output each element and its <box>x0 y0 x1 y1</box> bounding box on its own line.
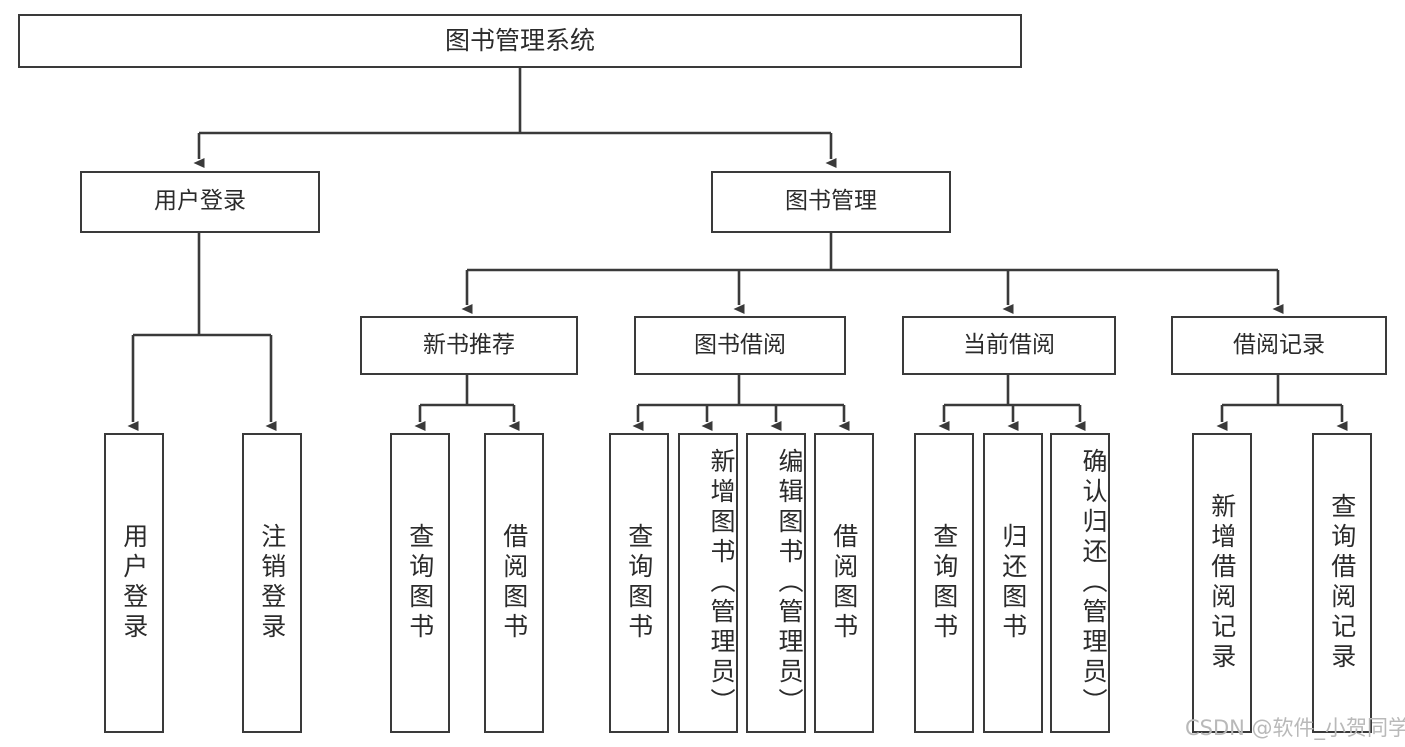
node-label: 图书借阅 <box>694 331 786 358</box>
leaf-edit-book-admin[interactable]: 编辑图书（管理员） <box>746 433 806 733</box>
node-root-book-management-system[interactable]: 图书管理系统 <box>18 14 1022 68</box>
node-label: 查询图书 <box>624 523 654 643</box>
node-label: 查询图书 <box>405 523 435 643</box>
leaf-confirm-return-admin[interactable]: 确认归还（管理员） <box>1050 433 1110 733</box>
node-label: 借阅记录 <box>1233 331 1325 358</box>
node-label: 借阅图书 <box>499 523 529 643</box>
leaf-query-borrow-record[interactable]: 查询借阅记录 <box>1312 433 1372 733</box>
node-label: 确认归还（管理员） <box>1079 448 1108 718</box>
node-borrowing-record[interactable]: 借阅记录 <box>1171 316 1387 375</box>
leaf-user-login[interactable]: 用户登录 <box>104 433 164 733</box>
node-label: 归还图书 <box>998 523 1028 643</box>
leaf-query-book-current[interactable]: 查询图书 <box>914 433 974 733</box>
node-label: 当前借阅 <box>963 331 1055 358</box>
node-label: 编辑图书（管理员） <box>775 448 804 718</box>
node-book-management[interactable]: 图书管理 <box>711 171 951 233</box>
node-current-borrowing[interactable]: 当前借阅 <box>902 316 1116 375</box>
leaf-user-logout[interactable]: 注销登录 <box>242 433 302 733</box>
leaf-borrow-book-newbook[interactable]: 借阅图书 <box>484 433 544 733</box>
node-user-login[interactable]: 用户登录 <box>80 171 320 233</box>
leaf-query-book-newbook[interactable]: 查询图书 <box>390 433 450 733</box>
node-label: 新增图书（管理员） <box>707 448 736 718</box>
node-label: 查询借阅记录 <box>1327 493 1357 673</box>
csdn-watermark: CSDN @软件_小贺同学 <box>1185 716 1405 740</box>
node-label: 新增借阅记录 <box>1207 493 1237 673</box>
node-label: 用户登录 <box>119 523 149 643</box>
leaf-add-book-admin[interactable]: 新增图书（管理员） <box>678 433 738 733</box>
node-label: 用户登录 <box>154 188 246 215</box>
node-label: 新书推荐 <box>423 331 515 358</box>
node-label: 注销登录 <box>257 523 287 643</box>
node-label: 图书管理 <box>785 188 877 215</box>
node-label: 图书管理系统 <box>444 26 595 56</box>
node-new-book-recommendation[interactable]: 新书推荐 <box>360 316 578 375</box>
leaf-add-borrow-record[interactable]: 新增借阅记录 <box>1192 433 1252 733</box>
leaf-borrow-book-borrowing[interactable]: 借阅图书 <box>814 433 874 733</box>
node-label: 查询图书 <box>929 523 959 643</box>
node-label: 借阅图书 <box>829 523 859 643</box>
leaf-return-book[interactable]: 归还图书 <box>983 433 1043 733</box>
leaf-query-book-borrowing[interactable]: 查询图书 <box>609 433 669 733</box>
node-book-borrowing[interactable]: 图书借阅 <box>634 316 846 375</box>
